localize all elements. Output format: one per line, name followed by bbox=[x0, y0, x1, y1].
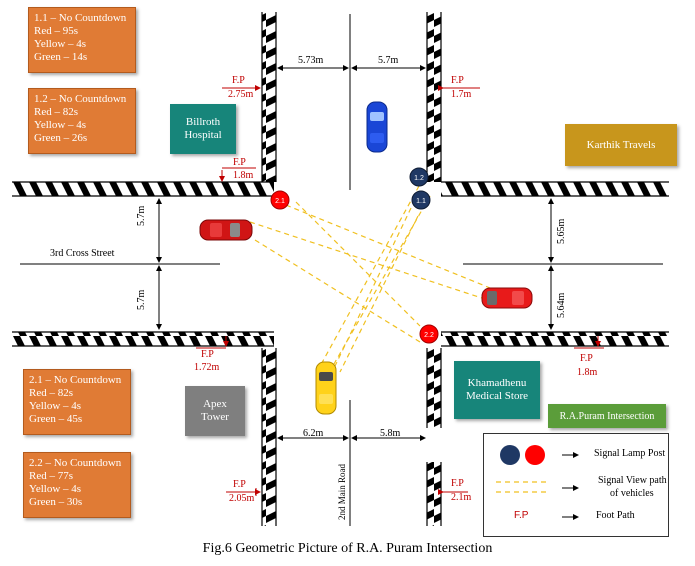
signal-2-2: 2.2 bbox=[419, 324, 439, 344]
crosswalk-west-bottom bbox=[12, 331, 274, 347]
blue-car bbox=[366, 101, 388, 153]
legend: Signal Lamp Post Signal View path of veh… bbox=[483, 433, 669, 537]
card-1-2-red: Red – 82s bbox=[34, 106, 78, 118]
card-2-2-yellow: Yellow – 4s bbox=[29, 483, 82, 495]
crosswalk-south-west bbox=[261, 348, 277, 526]
fp-se-side-symbol: F.P bbox=[580, 353, 593, 364]
dim-left-lower: 5.7m bbox=[136, 289, 147, 310]
legend-fp-symbol: F.P bbox=[514, 510, 529, 521]
red-car-east bbox=[481, 287, 533, 309]
figure-caption: Fig.6 Geometric Picture of R.A. Puram In… bbox=[202, 541, 493, 556]
dim-right-upper: 5.65m bbox=[556, 218, 567, 244]
dim-bottom-left: 6.2m bbox=[303, 428, 324, 439]
footpath-markers bbox=[196, 85, 604, 496]
card-2-2-green: Green – 30s bbox=[29, 496, 83, 508]
red-car-west bbox=[199, 219, 253, 241]
signal-2-1: 2.1 bbox=[270, 190, 290, 210]
crosswalk-east-bottom bbox=[441, 331, 669, 347]
fp-sw-bottom-symbol: F.P bbox=[233, 479, 246, 490]
card-2-1-red: Red – 82s bbox=[29, 387, 73, 399]
fp-nw-side-width: 1.8m bbox=[233, 170, 254, 181]
crosswalk-north-west bbox=[261, 12, 277, 182]
signal-2-2-label: 2.2 bbox=[424, 332, 434, 339]
fp-sw-side-symbol: F.P bbox=[201, 349, 214, 360]
karthik-travels: Karthik Travels bbox=[565, 124, 677, 166]
signal-card-1-1: 1.1 – No Countdown Red – 95s Yellow – 4s… bbox=[28, 7, 136, 73]
legend-graphics bbox=[496, 445, 579, 520]
crosswalk-south-east bbox=[426, 348, 442, 526]
dim-right-lower: 5.64m bbox=[556, 292, 567, 318]
signal-1-1: 1.1 bbox=[411, 190, 431, 210]
fp-nw-top-width: 2.75m bbox=[228, 89, 254, 100]
legend-signal-post: Signal Lamp Post bbox=[594, 448, 666, 459]
dim-left-upper: 5.7m bbox=[136, 205, 147, 226]
card-1-1-green: Green – 14s bbox=[34, 51, 88, 63]
ra-puram-intersection-sign: R.A.Puram Intersection bbox=[548, 404, 666, 428]
signal-1-1-label: 1.1 bbox=[416, 198, 426, 205]
legend-view-path-line1: Signal View path bbox=[598, 475, 667, 486]
dimension-lines bbox=[156, 65, 554, 441]
fp-se-bottom-symbol: F.P bbox=[451, 478, 464, 489]
signal-card-2-1: 2.1 – No Countdown Red – 82s Yellow – 4s… bbox=[23, 369, 131, 435]
card-1-2-yellow: Yellow – 4s bbox=[34, 119, 87, 131]
card-2-2-title: 2.2 – No Countdown bbox=[29, 457, 122, 469]
card-2-1-green: Green – 45s bbox=[29, 413, 83, 425]
main-road-label: 2nd Main Road bbox=[337, 464, 347, 520]
fp-nw-top-symbol: F.P bbox=[232, 75, 245, 86]
fp-nw-side-symbol: F.P bbox=[233, 157, 246, 168]
signal-card-1-2: 1.2 – No Countdown Red – 82s Yellow – 4s… bbox=[28, 88, 136, 154]
cross-street-label: 3rd Cross Street bbox=[50, 248, 115, 259]
fp-se-bottom-width: 2.1m bbox=[451, 492, 472, 503]
legend-view-path-line2: of vehicles bbox=[610, 488, 654, 499]
card-1-2-title: 1.2 – No Countdown bbox=[34, 93, 127, 105]
khamadhenu-medical-store: Khamadhenu Medical Store bbox=[454, 361, 540, 419]
fp-ne-top-width: 1.7m bbox=[451, 89, 472, 100]
card-1-1-title: 1.1 – No Countdown bbox=[34, 12, 127, 24]
billroth-hospital: Billroth Hospital bbox=[170, 104, 236, 154]
fp-sw-bottom-width: 2.05m bbox=[229, 493, 255, 504]
legend-foot-path: Foot Path bbox=[596, 510, 635, 521]
signal-2-1-label: 2.1 bbox=[275, 198, 285, 205]
fp-sw-side-width: 1.72m bbox=[194, 362, 220, 373]
yellow-car bbox=[315, 361, 337, 415]
crosswalk-north-east bbox=[426, 12, 442, 182]
card-2-1-title: 2.1 – No Countdown bbox=[29, 374, 122, 386]
dim-top-left: 5.73m bbox=[298, 55, 324, 66]
signal-card-2-2: 2.2 – No Countdown Red – 77s Yellow – 4s… bbox=[23, 452, 131, 518]
card-2-2-red: Red – 77s bbox=[29, 470, 73, 482]
apex-tower: Apex Tower bbox=[185, 386, 245, 436]
crosswalk-east-top bbox=[441, 181, 669, 197]
fp-ne-top-symbol: F.P bbox=[451, 75, 464, 86]
card-1-2-green: Green – 26s bbox=[34, 132, 88, 144]
crosswalk-west-top bbox=[12, 181, 274, 197]
dim-bottom-right: 5.8m bbox=[380, 428, 401, 439]
signal-1-2-label: 1.2 bbox=[414, 175, 424, 182]
card-2-1-yellow: Yellow – 4s bbox=[29, 400, 82, 412]
card-1-1-yellow: Yellow – 4s bbox=[34, 38, 87, 50]
fp-se-side-width: 1.8m bbox=[577, 367, 598, 378]
signal-view-paths bbox=[249, 185, 501, 379]
dim-top-right: 5.7m bbox=[378, 55, 399, 66]
signal-1-2: 1.2 bbox=[409, 167, 429, 187]
card-1-1-red: Red – 95s bbox=[34, 25, 78, 37]
